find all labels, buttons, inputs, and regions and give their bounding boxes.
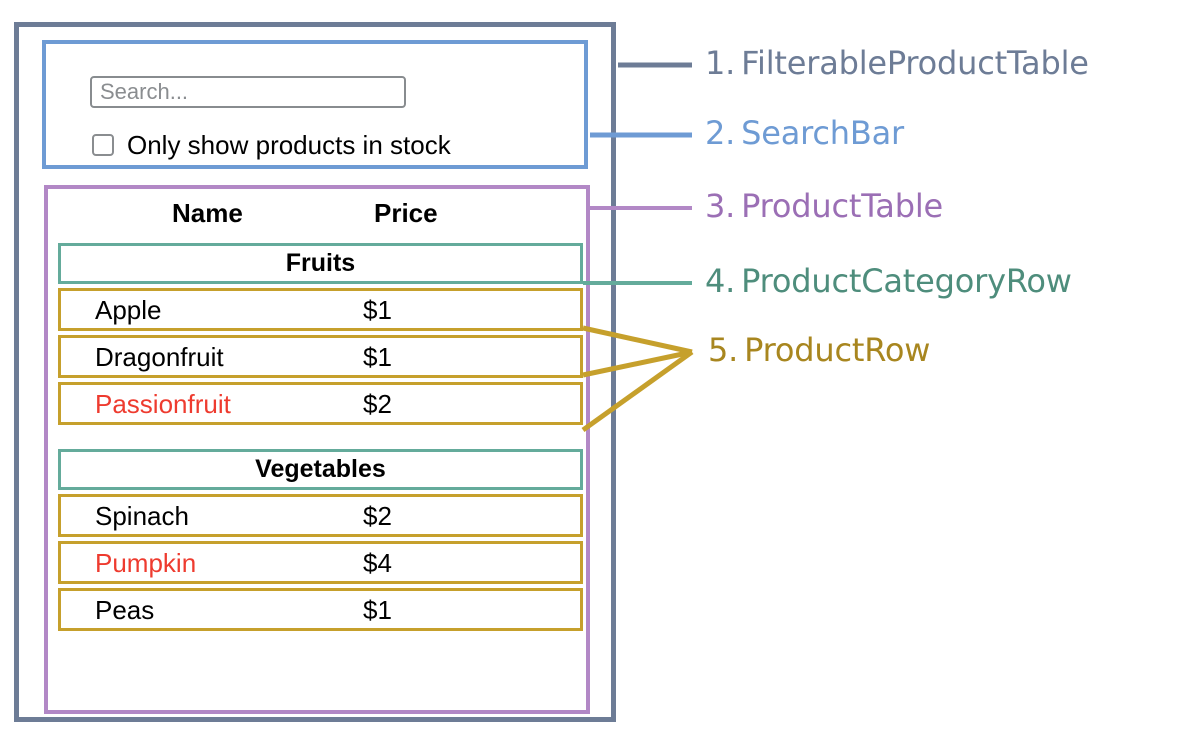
product-row-price: $2 (363, 500, 392, 531)
legend-label: FilterableProductTable (741, 44, 1089, 82)
search-input-placeholder: Search... (100, 79, 189, 104)
in-stock-checkbox-label: Only show products in stock (127, 130, 451, 160)
legend-number: 4. (705, 262, 736, 300)
legend-number: 2. (705, 114, 736, 152)
in-stock-checkbox-row[interactable]: Only show products in stock (92, 128, 451, 162)
product-row-name: Pumpkin (95, 547, 197, 578)
product-category-row: Vegetables (58, 449, 583, 490)
legend-label: ProductTable (741, 187, 943, 225)
product-row-name: Peas (95, 594, 155, 625)
product-row: Dragonfruit $1 (58, 335, 583, 378)
product-row: Spinach $2 (58, 494, 583, 537)
product-row-price: $4 (363, 547, 392, 578)
checkbox-icon[interactable] (92, 134, 114, 156)
legend-item-filterable-product-table: 1.FilterableProductTable (705, 47, 1089, 79)
group-spacer (58, 429, 583, 449)
product-row-name: Apple (95, 294, 162, 325)
product-table-rows: Fruits Apple $1 Dragonfruit $1 Passionfr… (58, 243, 583, 635)
legend-item-product-table: 3.ProductTable (705, 190, 943, 222)
product-row-price: $1 (363, 594, 392, 625)
product-row-price: $1 (363, 341, 392, 372)
product-row-price: $2 (363, 388, 392, 419)
product-table-column-headers: Name Price (48, 197, 548, 229)
product-row-price: $1 (363, 294, 392, 325)
legend-number: 1. (705, 44, 736, 82)
legend-number: 3. (705, 187, 736, 225)
column-header-name: Name (172, 198, 243, 228)
product-row-name: Passionfruit (95, 388, 231, 419)
legend-item-search-bar: 2.SearchBar (705, 117, 904, 149)
legend-label: SearchBar (741, 114, 904, 152)
product-category-row: Fruits (58, 243, 583, 284)
legend-item-product-category-row: 4.ProductCategoryRow (705, 265, 1072, 297)
legend-number: 5. (708, 331, 739, 369)
product-row: Passionfruit $2 (58, 382, 583, 425)
legend-label: ProductCategoryRow (741, 262, 1072, 300)
legend-label: ProductRow (744, 331, 931, 369)
product-row: Apple $1 (58, 288, 583, 331)
search-input[interactable]: Search... (90, 76, 406, 108)
product-row-name: Dragonfruit (95, 341, 224, 372)
column-header-price: Price (374, 198, 438, 228)
product-category-row-label: Vegetables (255, 455, 386, 483)
legend-item-product-row: 5.ProductRow (708, 334, 930, 366)
product-row: Pumpkin $4 (58, 541, 583, 584)
product-category-row-label: Fruits (285, 249, 356, 277)
product-row-name: Spinach (95, 500, 189, 531)
product-row: Peas $1 (58, 588, 583, 631)
